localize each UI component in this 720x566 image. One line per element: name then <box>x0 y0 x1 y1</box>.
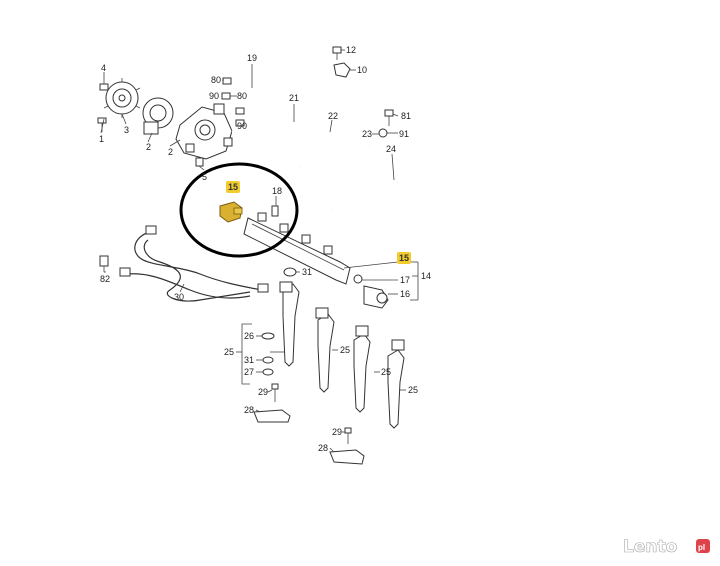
pump-flange-part <box>142 97 174 135</box>
callout-5: 5 <box>202 172 207 182</box>
callout-80b: 80 <box>237 91 247 101</box>
injector-cyl3-part <box>353 325 371 413</box>
pipe-24-part <box>357 171 399 193</box>
callout-18: 18 <box>272 186 282 196</box>
injector-cyl1-part <box>279 281 300 367</box>
seal-26-part <box>261 332 275 340</box>
claw-28a-part <box>253 409 291 423</box>
callout-28b: 28 <box>318 443 328 453</box>
callout-31b: 31 <box>244 355 254 365</box>
highlight-tag <box>226 181 240 193</box>
callout-10: 10 <box>357 65 367 75</box>
leader-lines <box>100 49 419 453</box>
watermark-text: Lento <box>623 537 677 557</box>
bolt-81-part <box>384 109 394 126</box>
pipe-19-part <box>231 59 296 134</box>
callout-27: 27 <box>244 367 254 377</box>
callout-1: 1 <box>99 134 104 144</box>
bolt-29b-part <box>344 427 352 444</box>
callout-30: 30 <box>174 292 184 302</box>
callout-2a: 2 <box>146 142 151 152</box>
callout-81: 81 <box>401 111 411 121</box>
pump-bolt-part <box>97 78 109 132</box>
injector-cyl4-part <box>387 339 405 429</box>
highlighted-callout-15-right: 15 <box>397 252 411 264</box>
bolt-29a-part <box>271 383 279 402</box>
pump-small-fittings <box>195 77 245 167</box>
callout-25d: 25 <box>408 385 418 395</box>
callout-17: 17 <box>400 275 410 285</box>
bracket-82-part <box>99 255 109 272</box>
high-pressure-pump-part <box>175 103 233 160</box>
highlighted-callout-15-top: 15 <box>226 181 240 193</box>
pressure-sensor-15-part <box>219 201 243 223</box>
callout-2b: 2 <box>168 147 173 157</box>
highlight-label: 15 <box>228 182 238 192</box>
callout-29a: 29 <box>258 387 268 397</box>
pressure-valve-16-part <box>363 285 389 309</box>
seal-17-part <box>353 274 363 284</box>
clip-91-part <box>378 128 388 138</box>
callout-25b: 25 <box>340 345 350 355</box>
callout-24: 24 <box>386 144 396 154</box>
seal-31-rail-part <box>283 267 297 277</box>
lento-watermark: Lento pl <box>623 537 710 557</box>
callout-26: 26 <box>244 331 254 341</box>
pump-gear-part <box>103 78 141 118</box>
highlight-tag <box>397 252 411 264</box>
pipe-22-part <box>298 131 331 207</box>
callout-12: 12 <box>346 45 356 55</box>
callout-90a: 90 <box>209 91 219 101</box>
callout-25c: 25 <box>381 367 391 377</box>
watermark-badge <box>696 539 710 553</box>
fuel-rail-part <box>243 205 351 285</box>
callout-82: 82 <box>100 274 110 284</box>
callout-19: 19 <box>247 53 257 63</box>
callout-labels: 4 1 3 2 2 5 80 90 80 90 19 12 10 21 22 8… <box>99 45 431 453</box>
callout-3: 3 <box>124 125 129 135</box>
pipe-23-part <box>331 145 371 211</box>
pipe-21-part <box>288 119 306 167</box>
harness-30-part <box>119 225 269 302</box>
callout-14: 14 <box>421 271 431 281</box>
callout-25a: 25 <box>224 347 234 357</box>
callout-16: 16 <box>400 289 410 299</box>
callout-23: 23 <box>362 129 372 139</box>
callout-90b: 90 <box>237 121 247 131</box>
callout-28a: 28 <box>244 405 254 415</box>
callout-21: 21 <box>289 93 299 103</box>
callout-4: 4 <box>101 63 106 73</box>
washer-27-part <box>262 368 274 376</box>
callout-29b: 29 <box>332 427 342 437</box>
callout-31a: 31 <box>302 267 312 277</box>
claw-28b-part <box>329 449 365 465</box>
watermark-badge-text: pl <box>698 543 705 552</box>
highlight-label: 15 <box>399 253 409 263</box>
callout-91: 91 <box>399 129 409 139</box>
seal-31-injector-part <box>262 356 274 364</box>
injector-cyl2-part <box>315 307 335 393</box>
callout-22: 22 <box>328 111 338 121</box>
highlight-circle <box>179 162 299 258</box>
clip-10-part <box>333 62 351 78</box>
callout-80a: 80 <box>211 75 221 85</box>
bracket-12-part <box>332 46 342 60</box>
